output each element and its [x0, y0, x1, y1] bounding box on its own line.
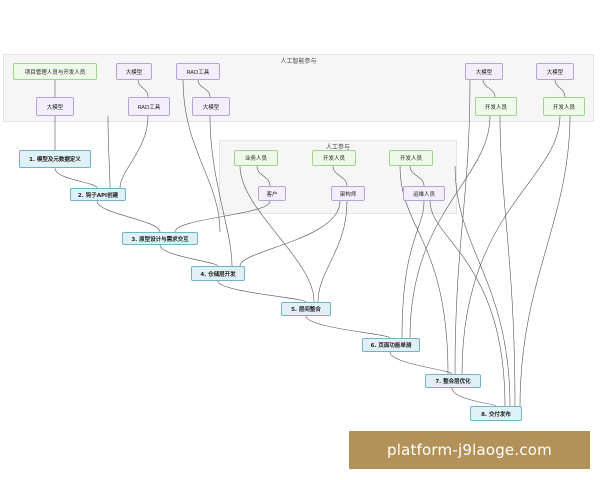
- edge-llm-rad: [137, 79, 149, 98]
- node-llm-top-e: 大模型: [536, 63, 574, 80]
- node-rad-b: RAD工具: [128, 97, 170, 116]
- node-dev-c: 开发人员: [312, 150, 356, 166]
- edge-rad-step3: [182, 79, 221, 233]
- edge-rad-step2: [119, 115, 149, 189]
- group-title-ai: 人工智能参与: [280, 58, 317, 65]
- edge-dev-step6: [409, 115, 491, 339]
- step-6: 6. 页面功能单测: [362, 338, 420, 352]
- edge-step1-step2: [54, 167, 98, 189]
- step-1: 1. 模型及元数据定义: [19, 150, 91, 168]
- edge-devc-step7: [399, 165, 449, 375]
- group-title-human: 人工参与: [325, 144, 350, 151]
- edge-customer-step3: [174, 200, 271, 233]
- edge-biz-customer: [256, 165, 271, 187]
- edge-devb-step8: [519, 115, 571, 407]
- edge-step3-step4: [159, 244, 219, 267]
- node-llm-b: 大模型: [36, 97, 74, 116]
- step-8: 8. 交付发布: [470, 406, 522, 421]
- node-rad-a: RAD工具: [176, 63, 220, 80]
- watermark-banner: platform-j9laoge.com: [349, 431, 590, 469]
- edge-architect-step5: [317, 200, 348, 303]
- node-llm-a: 大模型: [116, 63, 152, 80]
- node-customer: 客户: [258, 186, 286, 201]
- edge-step6-step7: [389, 351, 453, 375]
- node-pm-and-dev: 项目管理人员与开发人员: [13, 63, 97, 80]
- step-5: 5. 层间整合: [281, 302, 331, 316]
- node-dev-d: 开发人员: [389, 150, 433, 166]
- edge-pm-step8: [454, 165, 511, 407]
- edge-llm-step2: [107, 115, 111, 189]
- step-7: 7. 整合层优化: [425, 374, 481, 388]
- node-dev-b: 开发人员: [543, 97, 585, 116]
- edge-architect-step4: [239, 200, 341, 267]
- edge-step4-step5: [217, 280, 307, 303]
- node-llm-c: 大模型: [192, 97, 230, 116]
- edge-step7-step8: [451, 387, 497, 407]
- edge-llm-dev-1: [482, 79, 496, 98]
- edge-ops-step6: [401, 200, 425, 339]
- node-architect: 架构师: [331, 186, 365, 201]
- edge-dev-ops: [409, 165, 425, 187]
- edge-devb-step7: [461, 115, 561, 375]
- node-llm-top-d: 大模型: [465, 63, 503, 80]
- edge-step5-step6: [305, 315, 391, 339]
- edge-llm-step4: [209, 115, 233, 267]
- step-3: 3. 原型设计与需求交互: [122, 232, 198, 245]
- node-dev-a: 开发人员: [475, 97, 517, 116]
- edge-llm-dev-2: [554, 79, 566, 98]
- edge-devd-step8: [429, 200, 506, 407]
- step-4: 4. 仓储层开发: [191, 266, 245, 281]
- node-ops: 运维人员: [403, 186, 445, 201]
- edge-deva-step8: [499, 115, 516, 407]
- edge-rad-llm: [197, 79, 211, 98]
- step-2: 2. 钩子API创建: [70, 188, 126, 201]
- edge-step2-step3: [96, 200, 161, 233]
- edge-llm-step7: [454, 79, 471, 375]
- edge-biz-step5: [239, 165, 315, 303]
- node-business: 业务人员: [234, 150, 278, 166]
- edge-dev-architect: [332, 165, 348, 187]
